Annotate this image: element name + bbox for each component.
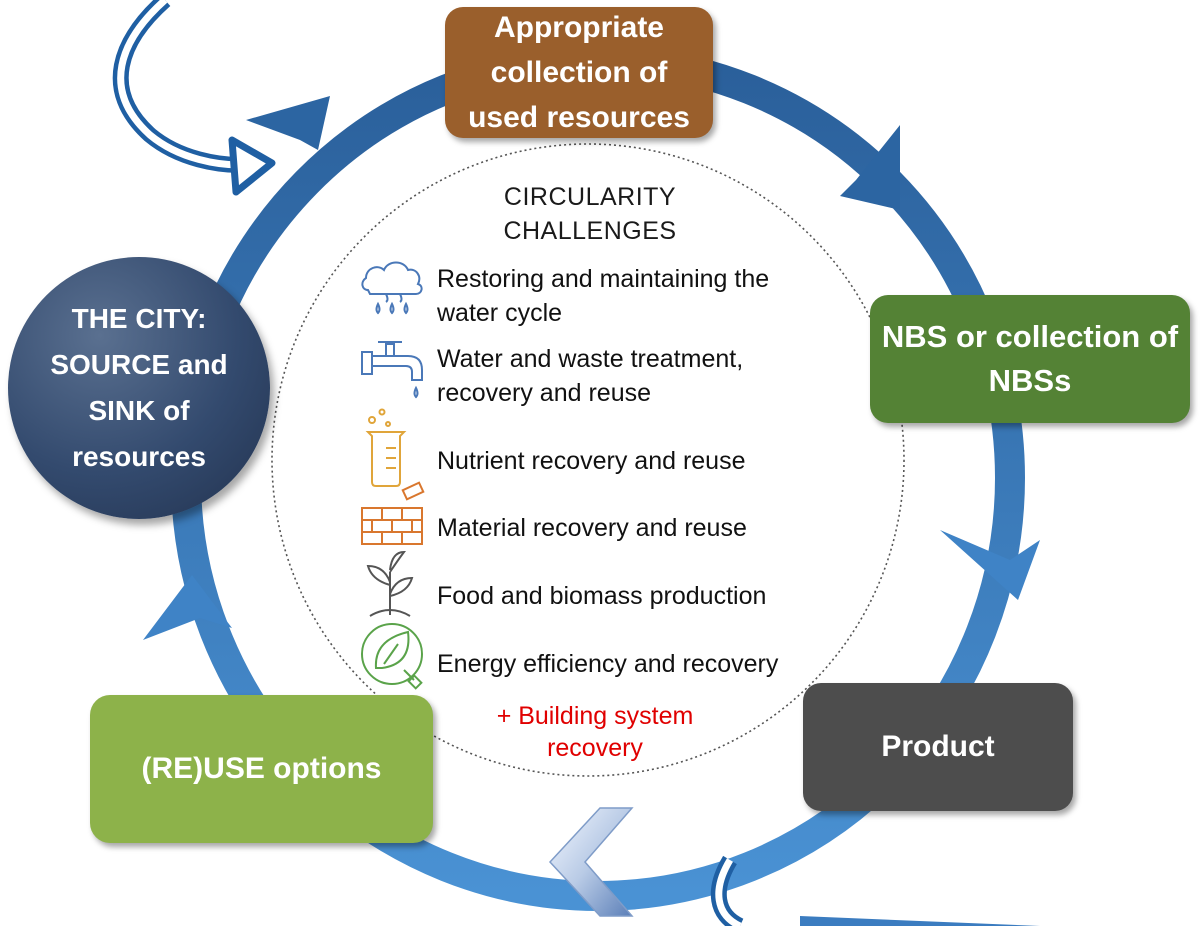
reuse-box: (RE)USE options (90, 695, 433, 843)
chevron-arrow (548, 807, 634, 917)
challenges-circle (271, 143, 905, 777)
water-tap-icon (361, 341, 423, 399)
brick-wall-icon (361, 481, 425, 545)
rain-cloud-icon (361, 261, 423, 315)
arrowhead-left (143, 575, 232, 640)
collection-box: Appropriate collection of used resources (445, 7, 713, 138)
nbs-box: NBS or collection of NBSs (870, 295, 1190, 423)
leaf-plug-icon (361, 623, 423, 690)
arrowhead-right (940, 530, 1040, 600)
challenge-nutrient: Nutrient recovery and reuse (437, 447, 746, 475)
product-box: Product (803, 683, 1073, 811)
arrowhead-top-right (840, 125, 900, 210)
seedling-icon (366, 550, 414, 617)
challenge-material: Material recovery and reuse (437, 514, 747, 542)
beaker-icon (365, 408, 407, 487)
challenge-water-cycle: Restoring and maintaining the water cycl… (437, 265, 770, 327)
challenge-water-treatment: Water and waste treatment, recovery and … (437, 345, 744, 407)
outgoing-arrow (710, 855, 1040, 926)
arrowhead-top-left (246, 96, 330, 150)
incoming-arrow (112, 0, 276, 196)
city-circle: THE CITY: SOURCE and SINK of resources (8, 257, 270, 519)
challenge-energy: Energy efficiency and recovery (437, 650, 779, 678)
challenge-food: Food and biomass production (437, 582, 767, 610)
circularity-title: CIRCULARITY CHALLENGES (503, 183, 677, 245)
building-system-note: + Building system recovery (496, 702, 694, 762)
ring-arrowheads (143, 96, 1040, 640)
